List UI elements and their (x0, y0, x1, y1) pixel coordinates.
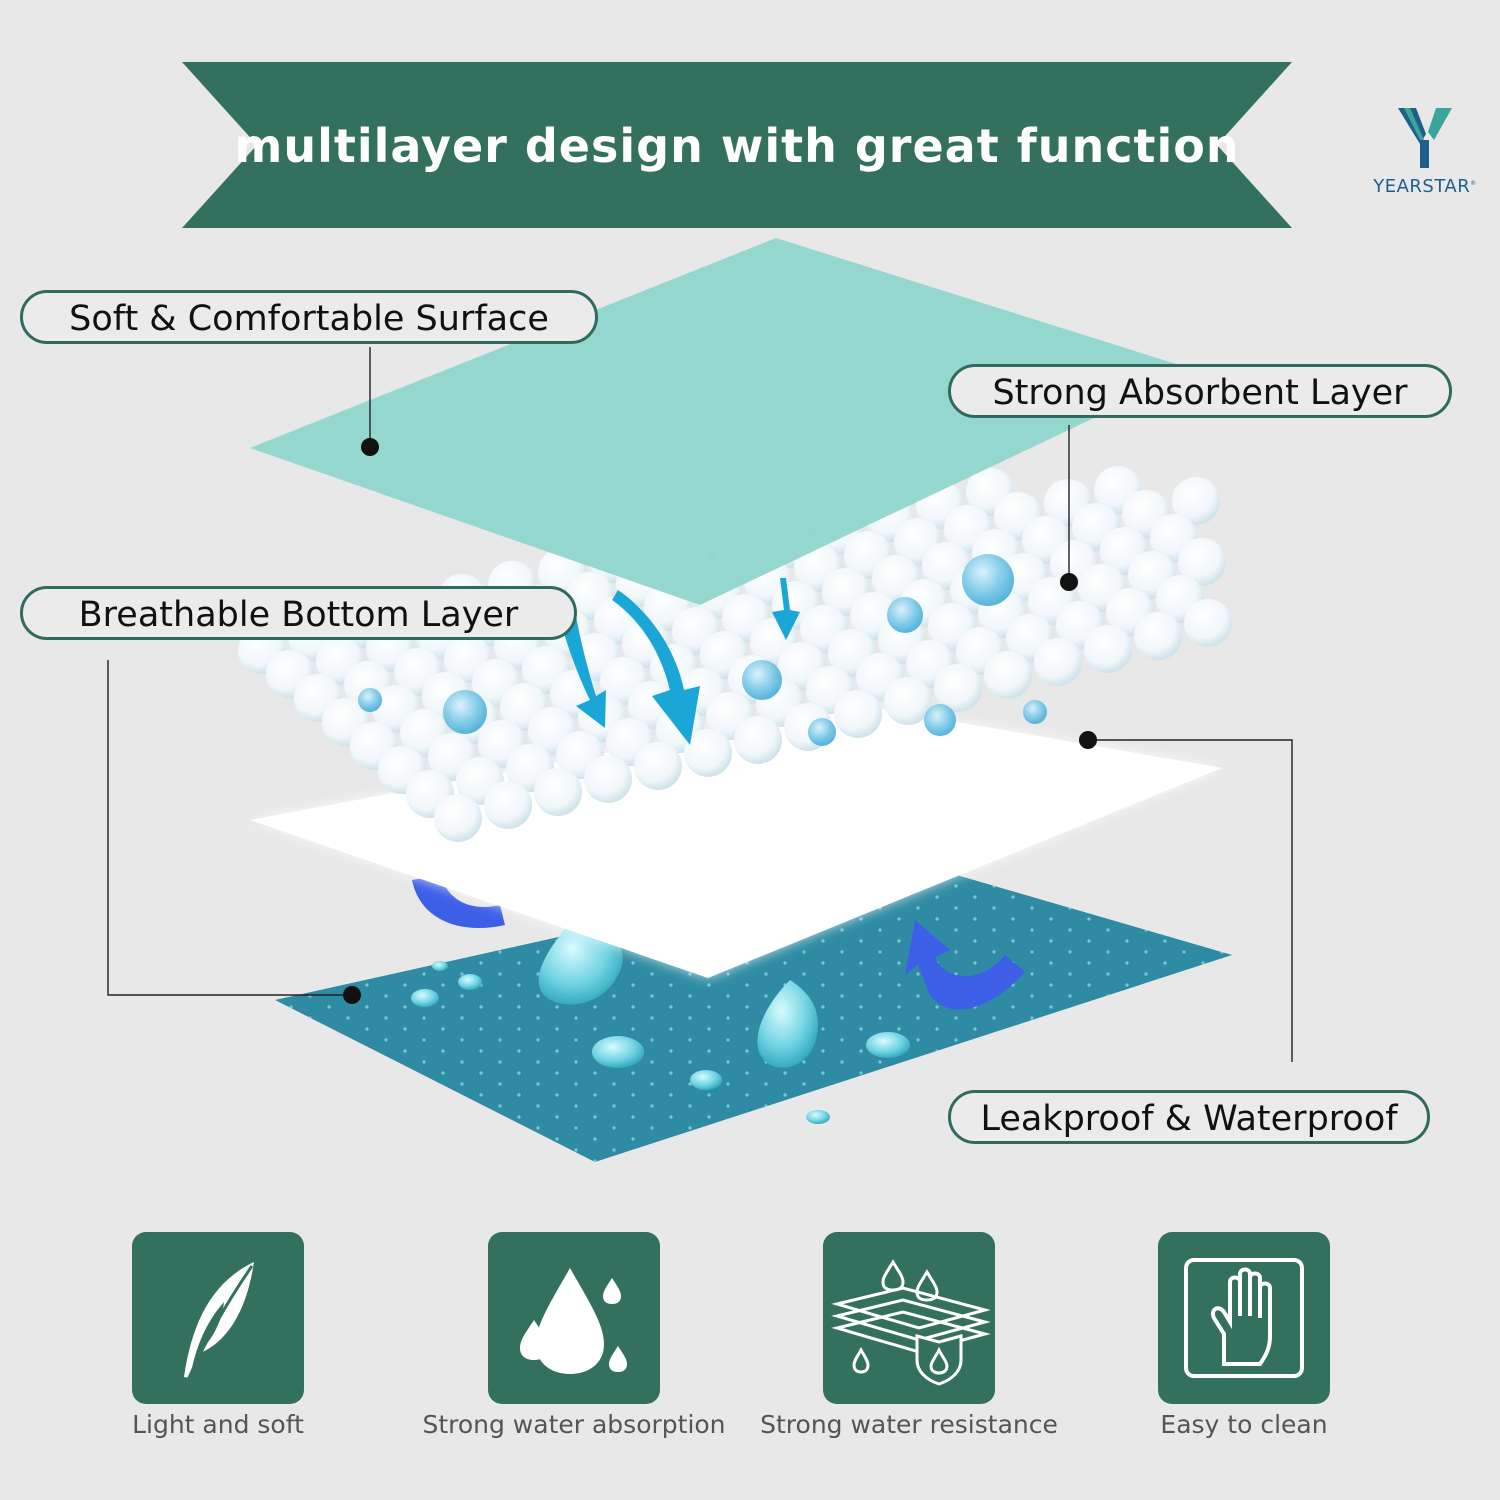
absorbent-ball (1134, 612, 1182, 660)
water-bubble (443, 690, 487, 734)
water-bubble (742, 660, 782, 700)
callout-strong-absorbent-layer: Strong Absorbent Layer (948, 364, 1452, 418)
water-bubble (924, 704, 956, 736)
absorbent-ball (584, 755, 632, 803)
feature-label-water-resistance: Strong water resistance (760, 1410, 1058, 1439)
brand-name: YEARSTAR® (1373, 176, 1477, 197)
absorbent-ball (1178, 538, 1226, 586)
absorbent-ball (484, 781, 532, 829)
absorbent-ball (434, 794, 482, 842)
feature-easy-clean (1158, 1232, 1330, 1404)
callout-dots (343, 438, 1097, 1004)
water-bubble (358, 688, 382, 712)
water-drops-icon (520, 1268, 627, 1374)
callout-breathable-bottom-layer: Breathable Bottom Layer (20, 586, 577, 640)
absorbent-ball (734, 716, 782, 764)
feature-water-resistance (823, 1232, 995, 1404)
feature-label-easy-clean: Easy to clean (1160, 1410, 1328, 1439)
callout-leakproof-waterproof: Leakproof & Waterproof (948, 1090, 1430, 1144)
absorbent-ball (684, 729, 732, 777)
banner-title: multilayer design with great function (234, 119, 1240, 173)
water-bubble (808, 718, 836, 746)
absorbent-ball (834, 690, 882, 738)
waterproof-layers-icon (831, 1259, 991, 1386)
absorbent-ball (534, 768, 582, 816)
water-bubble (1023, 700, 1047, 724)
feature-light-soft (132, 1232, 304, 1404)
absorbent-ball (934, 664, 982, 712)
absorption-arrows (558, 578, 800, 745)
yearstar-logo-icon (1398, 108, 1452, 168)
absorbent-ball (1084, 625, 1132, 673)
hand-wipe-icon (1184, 1258, 1304, 1378)
callout-leaders (107, 347, 1293, 1062)
soft-comfortable-surface-layer (250, 238, 1195, 605)
absorbent-ball (984, 651, 1032, 699)
callout-soft-comfortable-surface: Soft & Comfortable Surface (20, 290, 598, 344)
feather-icon (184, 1262, 254, 1381)
absorbent-ball (634, 742, 682, 790)
title-banner (182, 62, 1292, 228)
feature-label-water-absorption: Strong water absorption (422, 1410, 726, 1439)
leakproof-waterproof-layer (250, 705, 1222, 978)
feature-water-absorption (488, 1232, 660, 1404)
absorbent-ball (1184, 599, 1232, 647)
water-bubble (887, 597, 923, 633)
water-bubble (962, 554, 1014, 606)
absorbent-ball (1172, 477, 1220, 525)
feature-label-light-soft: Light and soft (132, 1410, 304, 1439)
breathable-bottom-layer (275, 860, 1232, 1162)
absorbent-ball (1034, 638, 1082, 686)
absorbent-ball (884, 677, 932, 725)
